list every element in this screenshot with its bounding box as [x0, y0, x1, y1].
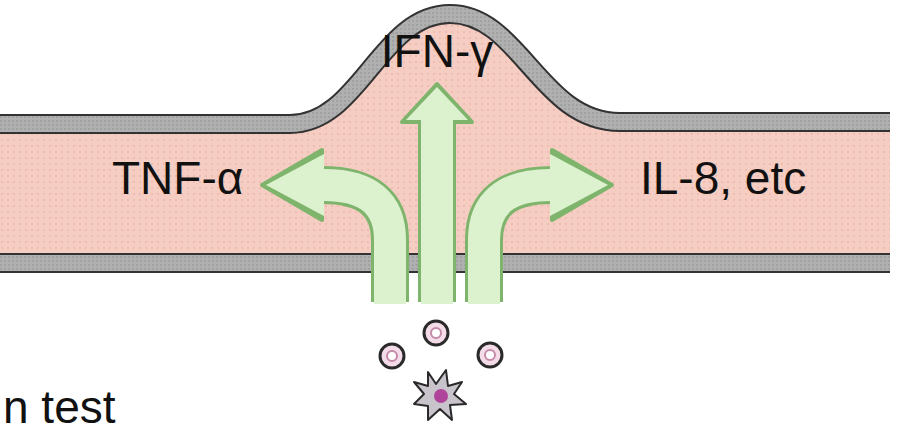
arrow-head — [406, 87, 468, 120]
cytokine-label: IFN-γ — [381, 26, 493, 77]
lymphocyte-cores — [387, 328, 495, 361]
cytokine-label: IL-8, etc — [640, 153, 806, 204]
arrow-head-outline — [402, 84, 472, 122]
dendritic-cell — [414, 370, 466, 420]
lymphocyte-core — [387, 351, 397, 361]
lymphocyte — [478, 343, 502, 367]
arrow-head — [550, 154, 608, 216]
lymphocyte-core — [485, 350, 495, 360]
epidermis-layer — [0, 14, 890, 124]
cytokine-label: TNF-α — [112, 153, 243, 204]
arrow-head — [266, 154, 324, 216]
arrow-shaft — [484, 185, 550, 304]
lymphocyte-core — [431, 328, 441, 338]
lymphocyte — [380, 344, 404, 368]
epidermis-outline — [0, 14, 890, 124]
arrow-shaft — [324, 185, 390, 304]
lymphocyte — [424, 321, 448, 345]
cell-nucleus — [434, 389, 448, 403]
arrow-fills — [266, 87, 608, 304]
arrow-shaft — [421, 116, 453, 304]
lymphocytes — [380, 321, 502, 368]
test-label: n test — [3, 382, 116, 433]
